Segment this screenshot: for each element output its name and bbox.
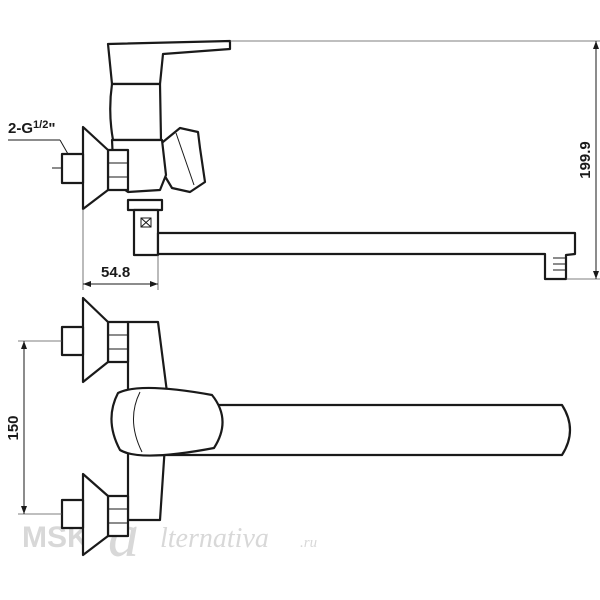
thread-label: 2-G xyxy=(8,120,33,137)
svg-text:2-G1/2": 2-G1/2" xyxy=(8,119,55,137)
offset-label: 54.8 xyxy=(101,264,130,281)
side-view xyxy=(52,39,577,281)
upper-nut xyxy=(106,320,130,364)
thread-quote: " xyxy=(48,120,55,137)
spout-joint xyxy=(126,198,164,212)
offset-dimension: 54.8 xyxy=(82,209,159,290)
lever-handle xyxy=(106,39,232,86)
thread-callout: 2-G1/2" xyxy=(8,119,69,155)
spacing-label: 150 xyxy=(5,415,22,440)
spacing-dimension: 150 xyxy=(5,340,62,515)
lower-escutcheon xyxy=(81,472,110,557)
spout-collar xyxy=(132,208,160,257)
height-dimension: 199.9 xyxy=(230,40,600,280)
connector-nut xyxy=(106,148,130,192)
spout-arm xyxy=(156,231,577,281)
lever-top xyxy=(110,386,224,457)
watermark-suffix: lternativa xyxy=(160,523,269,554)
inlet-pipe xyxy=(60,152,85,185)
height-label: 199.9 xyxy=(577,141,594,179)
thread-fraction: 1/2 xyxy=(33,119,48,131)
lower-nut xyxy=(106,494,130,538)
lower-inlet xyxy=(60,498,85,530)
escutcheon xyxy=(81,125,110,211)
cartridge-body xyxy=(109,82,163,142)
top-view xyxy=(60,296,572,557)
upper-inlet xyxy=(60,325,85,357)
spout-top xyxy=(158,403,572,457)
upper-escutcheon xyxy=(81,296,110,384)
watermark-tld: .ru xyxy=(300,535,317,551)
